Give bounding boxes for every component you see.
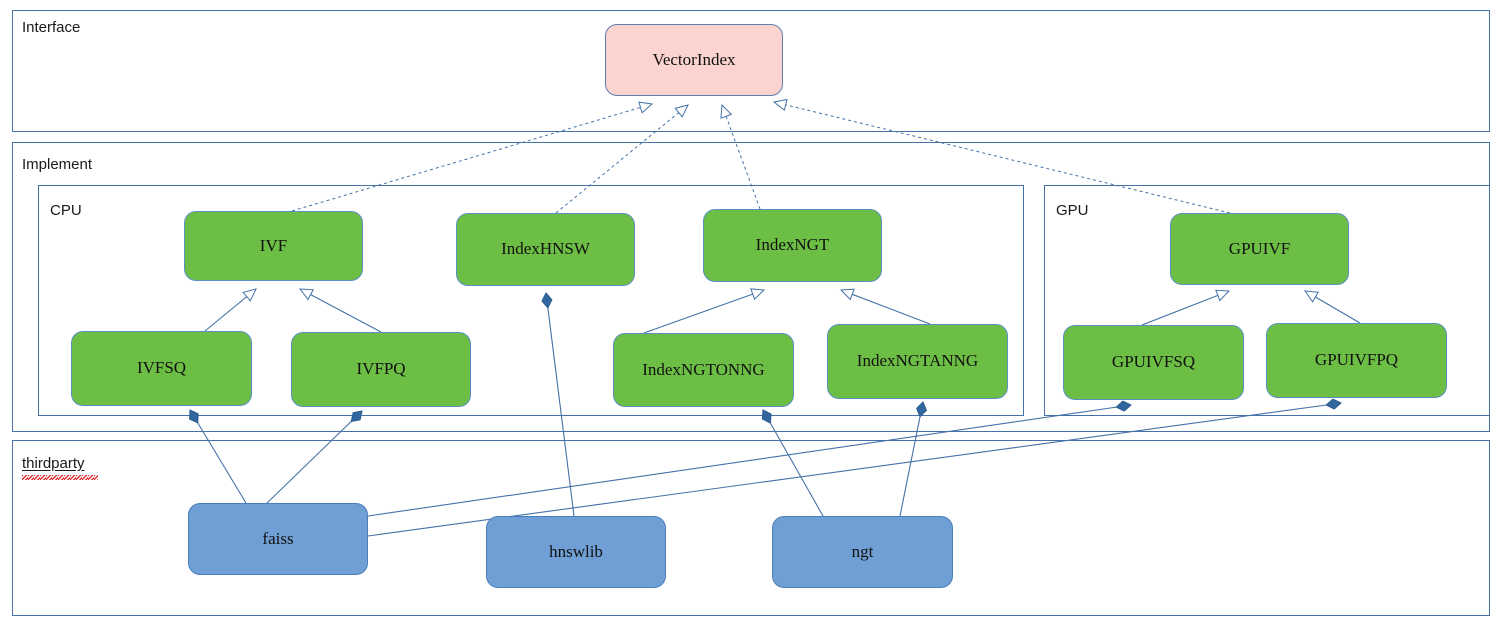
edge-e-ngtonng-indexngt [643,288,766,334]
inheritance-arrowhead-icon [772,98,788,112]
inheritance-arrowhead-icon [750,288,766,301]
edge-line [643,293,754,334]
class-node-label: faiss [262,528,294,548]
composition-diamond-icon [916,401,928,418]
edge-line [545,292,575,517]
inheritance-arrowhead-icon [242,288,257,302]
inheritance-arrowhead-icon [638,101,654,114]
class-node-label: IndexHNSW [501,239,590,259]
composition-diamond-icon [761,409,772,424]
class-node-gpuivfpq[interactable]: GPUIVFPQ [1266,323,1447,398]
edge-e-gpuivfsq-gpuivf [1141,289,1231,326]
edge-e-gpuivf-vectorindex [772,98,1231,214]
edge-line [189,409,247,504]
class-node-vectorindex[interactable]: VectorIndex [605,24,783,96]
composition-diamond-icon [1325,398,1342,410]
inheritance-arrowhead-icon [298,288,314,301]
edge-line [1314,296,1361,324]
edge-line [762,409,824,517]
class-node-gpuivfsq[interactable]: GPUIVFSQ [1063,325,1244,400]
edge-line [899,401,924,517]
edge-line [367,402,1342,537]
composition-diamond-icon [1115,400,1132,412]
edge-line [204,295,248,332]
inheritance-arrowhead-icon [1303,290,1319,303]
edge-line [725,115,761,210]
composition-diamond-icon [350,410,363,423]
class-node-label: hnswlib [549,541,603,561]
edge-line [1141,294,1219,326]
inheritance-arrowhead-icon [1215,289,1231,302]
package-label-implement: Implement [22,156,93,173]
composition-diamond-icon [189,409,199,424]
inheritance-arrowhead-icon [720,103,733,119]
class-node-faiss[interactable]: faiss [188,503,368,575]
class-node-label: IndexNGT [755,235,830,255]
inheritance-arrowhead-icon [674,104,689,118]
edge-e-indexhnsw-vectorindex [555,104,689,214]
edge-e-faiss-gpuivfsq [367,400,1132,517]
class-node-ivf[interactable]: IVF [184,211,363,281]
edge-e-ngt-indexngtanng [899,401,928,517]
package-label-interface: Interface [22,19,81,36]
class-node-label: IVF [259,235,288,255]
class-node-label: IndexNGTONNG [642,359,765,379]
class-node-ivfpq[interactable]: IVFPQ [291,332,471,407]
class-node-indexngt[interactable]: IndexNGT [703,209,882,282]
package-label-thirdparty: thirdparty [22,455,85,472]
edge-e-faiss-ivfsq [189,409,247,504]
class-node-label: IVFSQ [136,358,187,378]
edge-line [555,111,680,214]
edge-line [784,104,1231,214]
edge-e-hnswlib-indexhnsw [541,292,575,517]
class-node-label: ngt [851,541,874,561]
class-node-label: IndexNGTANNG [856,351,979,371]
edge-e-indexngt-vectorindex [720,103,761,210]
edge-line [851,293,931,325]
edge-line [367,404,1132,517]
composition-diamond-icon [541,292,553,309]
class-node-label: GPUIVFPQ [1314,350,1399,370]
edge-e-ngt-indexngtonng [761,409,824,517]
class-node-label: GPUIVFSQ [1111,352,1196,372]
class-node-indexngtonng[interactable]: IndexNGTONNG [613,333,794,407]
edge-line [291,106,642,212]
edge-e-ivfsq-ivf [204,288,257,332]
class-node-ivfsq[interactable]: IVFSQ [71,331,252,406]
class-node-gpuivf[interactable]: GPUIVF [1170,213,1349,285]
class-node-label: VectorIndex [652,49,736,69]
edge-line [265,410,363,505]
class-node-ngt[interactable]: ngt [772,516,953,588]
edge-e-gpuivfpq-gpuivf [1303,290,1361,324]
package-label-cpu: CPU [50,202,82,219]
edge-e-faiss-ivfpq [265,410,363,505]
edge-line [309,293,382,333]
class-node-indexngtanng[interactable]: IndexNGTANNG [827,324,1008,399]
class-node-hnswlib[interactable]: hnswlib [486,516,666,588]
edge-e-faiss-gpuivfpq [367,398,1342,537]
class-node-label: IVFPQ [356,359,406,379]
class-node-indexhnsw[interactable]: IndexHNSW [456,213,635,286]
class-node-label: GPUIVF [1228,238,1291,258]
inheritance-arrowhead-icon [839,288,855,301]
edge-e-ngtanng-indexngt [839,288,931,325]
spellcheck-underline-thirdparty [22,475,98,480]
edge-e-ivf-vectorindex [291,101,654,212]
edge-e-ivfpq-ivf [298,288,382,333]
package-label-gpu: GPU [1056,202,1089,219]
